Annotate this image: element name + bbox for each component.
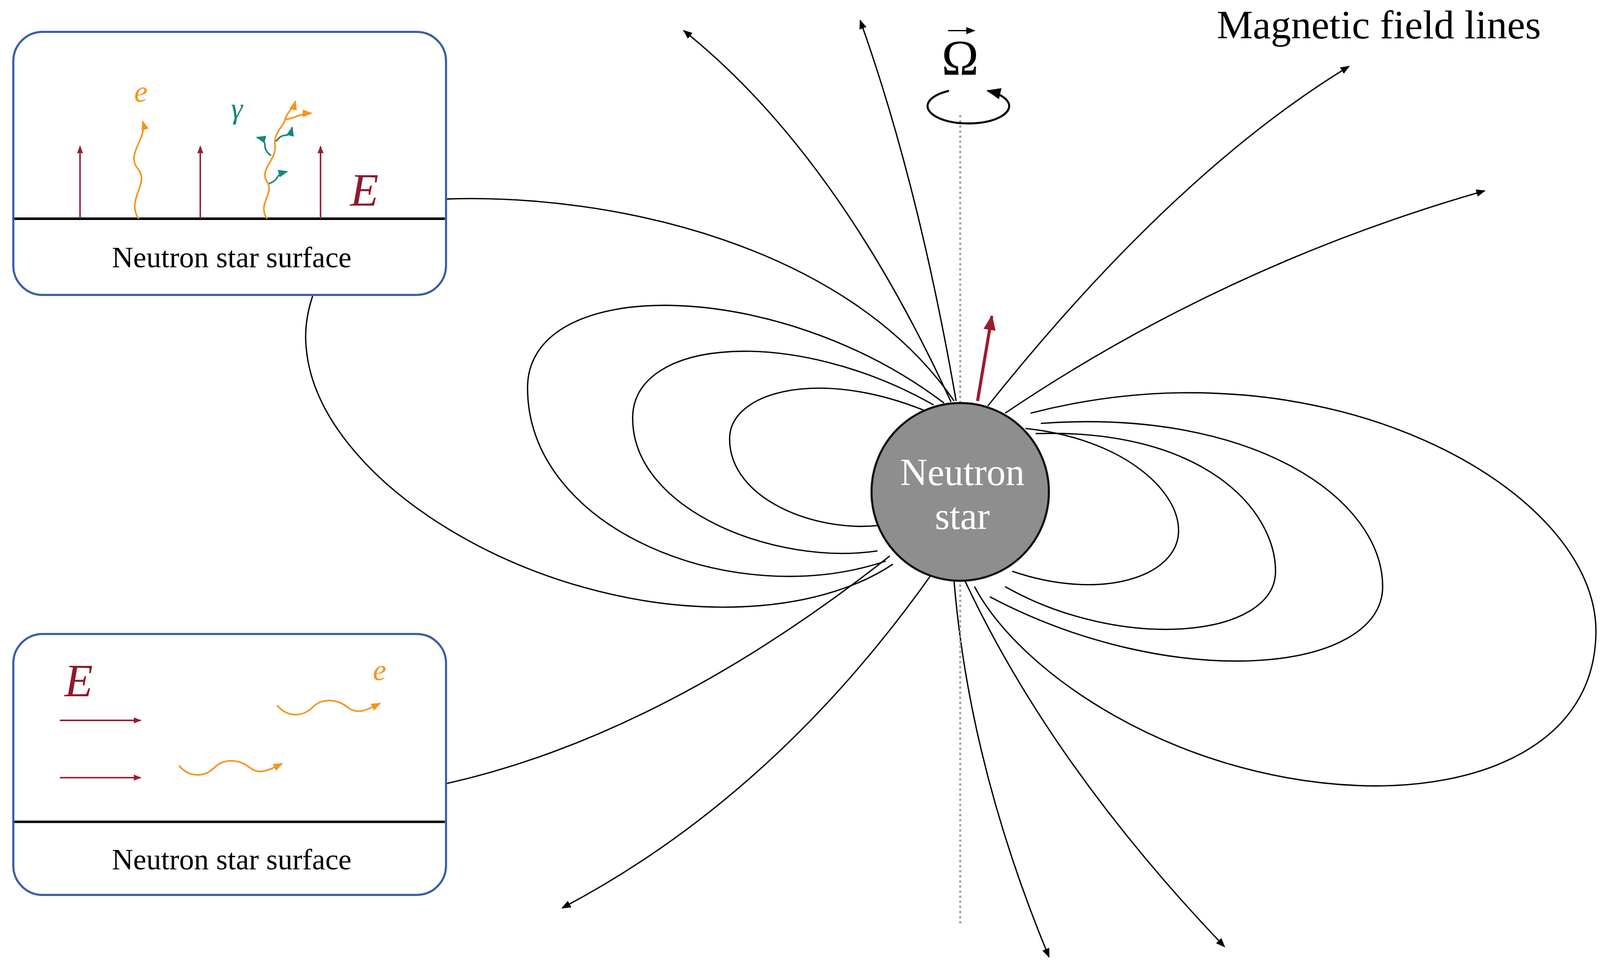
open-field-line (683, 30, 951, 402)
open-field-line (447, 555, 890, 784)
open-field-line (954, 581, 1050, 957)
electron-track (133, 121, 144, 219)
field-arrows (80, 146, 321, 219)
electron-label: e (372, 653, 387, 688)
star-label: Neutron star (892, 450, 1032, 538)
surface-inset: EeNeutron star surface (12, 632, 448, 897)
magnetic-moment-arrow (977, 316, 993, 402)
open-field-lines (447, 20, 1485, 957)
figure-label: Magnetic field lines (1216, 2, 1541, 48)
open-field-line (562, 571, 934, 908)
electron-paths (133, 100, 312, 219)
field-arrows (59, 720, 141, 778)
e-field-arrow (319, 146, 322, 219)
photon-track (276, 127, 293, 142)
electron-track (284, 113, 312, 120)
photon-track (256, 137, 272, 156)
closed-field-lines (305, 198, 1596, 786)
rotation-symbol: Ω (941, 30, 979, 86)
surface-caption: Neutron star surface (111, 843, 352, 876)
photon-track (268, 171, 288, 184)
open-field-line (987, 66, 1350, 407)
rotation-arrow (927, 90, 1009, 124)
electron-track (263, 119, 286, 219)
field-label: E (64, 655, 93, 707)
electron-label: e (134, 75, 148, 109)
photon-label: γ (230, 92, 243, 125)
e-field-arrow (79, 146, 82, 219)
neutron-star: Neutron star (870, 401, 1050, 582)
surface-caption: Neutron star surface (111, 241, 352, 274)
open-field-line (1005, 190, 1485, 414)
electron-paths (178, 700, 380, 775)
surface-line (14, 820, 445, 823)
surface-line (14, 217, 445, 220)
electron-track (276, 700, 380, 715)
field-label: E (349, 164, 379, 216)
e-field-arrow (59, 719, 141, 722)
photon-paths (256, 127, 293, 184)
e-field-arrow (199, 146, 202, 219)
field-loop (974, 392, 1596, 786)
field-loop (989, 421, 1384, 662)
open-field-line (964, 579, 1225, 947)
surface-inset: e γE Neutron star surface (12, 30, 448, 296)
electron-track (178, 760, 283, 775)
e-field-arrow (59, 776, 141, 779)
field-loop (1005, 433, 1276, 630)
